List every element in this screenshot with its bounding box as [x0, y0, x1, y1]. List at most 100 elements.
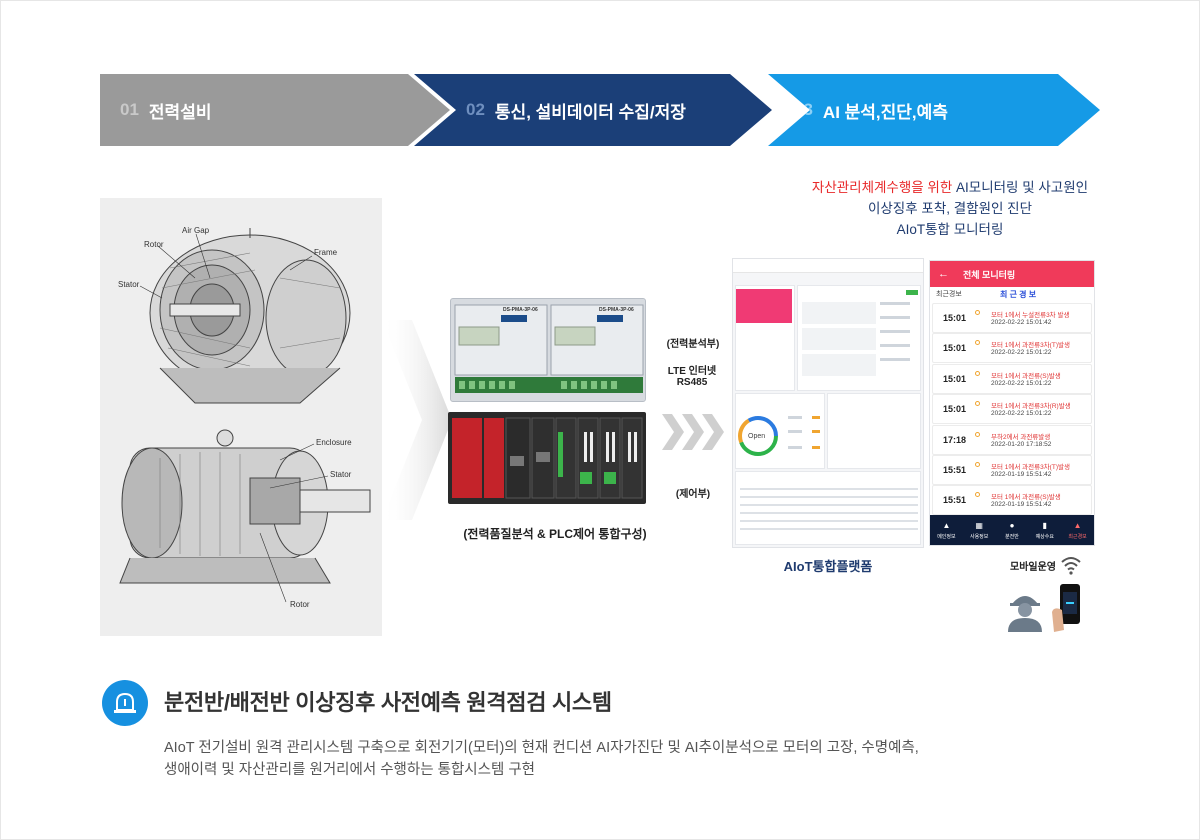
- label-rotor-top: Rotor: [144, 240, 164, 249]
- label-lte-internet: LTE 인터넷: [667, 366, 717, 377]
- gauge-open-label: Open: [748, 433, 766, 440]
- mobile-monitoring-preview: ← 전체 모니터링 최근경보 최 근 경 보 15:01 모터 1에서 누설전류…: [929, 260, 1095, 546]
- dashboard-readings-grid: [802, 290, 918, 376]
- nav-panel[interactable]: ● 분전반: [996, 515, 1029, 545]
- alert-timestamp: 2022-02-22 15:01:42: [991, 319, 1052, 326]
- alert-item[interactable]: 15:51 모터 1에서 과전류(S)발생 2022-01-19 15:51:4…: [932, 485, 1092, 516]
- process-steps: 01 전력설비 02 통신, 설비데이터 수집/저장 03 AI 분석,진단,예…: [100, 74, 1100, 146]
- siren-icon: [114, 692, 136, 713]
- mobile-header: ← 전체 모니터링: [930, 261, 1094, 287]
- nav-label: 최근경보: [1068, 533, 1087, 540]
- platform-caption: AIoT통합플랫폼: [783, 559, 873, 574]
- step-3-number: 03: [794, 100, 813, 119]
- alert-timestamp: 2022-01-19 15:51:42: [991, 501, 1052, 509]
- meter-model-1: DS-PMA-3P-06: [503, 307, 538, 313]
- alert-time: 15:01: [943, 313, 967, 323]
- devices-caption: (전력품질분석 & PLC제어 통합구성): [463, 527, 647, 541]
- alert-bell-icon: [102, 680, 148, 726]
- alert-time: 15:01: [943, 343, 967, 354]
- location-pin-icon: ●: [1009, 520, 1015, 530]
- worker-icon: [1008, 596, 1042, 632]
- dashboard-highlight: [736, 289, 792, 323]
- label-enclosure: Enclosure: [316, 438, 352, 447]
- warning-icon: ▲: [1073, 520, 1082, 530]
- alert-dot-icon: [975, 310, 980, 315]
- label-rotor-bottom: Rotor: [290, 600, 310, 609]
- alert-time: 15:01: [943, 404, 967, 415]
- alert-timestamp: 2022-02-22 15:01:22: [991, 349, 1052, 357]
- alert-item[interactable]: 15:01 모터 1에서 과전류(S)발생 2022-02-22 15:01:2…: [932, 363, 1092, 394]
- dashboard-table-lines: [740, 488, 918, 530]
- alert-item[interactable]: 15:51 모터 1에서 과전류3차(T)발생 2022-01-19 15:51…: [932, 454, 1092, 485]
- alert-item[interactable]: 15:01 모터 1에서 과전류3차(R)발생 2022-02-22 15:01…: [932, 394, 1092, 425]
- label-frame: Frame: [314, 248, 338, 257]
- wifi-icon: [1061, 557, 1081, 575]
- grid-icon: ▦: [975, 520, 983, 530]
- alert-item[interactable]: 15:01 모터 1에서 누설전류3차 발생 2022-02-22 15:01:…: [932, 303, 1092, 333]
- alert-time: 15:01: [943, 373, 967, 384]
- system-description-line2: 생애이력 및 자산관리를 원거리에서 수행하는 통합시스템 구현: [164, 762, 536, 778]
- nav-label: 예상수요: [1035, 533, 1054, 540]
- dashboard-gauge-card: Open: [735, 393, 825, 469]
- dashboard-topbar: [733, 259, 923, 273]
- system-description-line1: AIoT 전기설비 원격 관리시스템 구축으로 회전기기(모터)의 현재 컨디션…: [164, 740, 919, 756]
- label-power-analysis: (전력분석부): [666, 339, 720, 350]
- alert-timestamp: 2022-01-20 17:18:52: [991, 440, 1052, 448]
- nav-label: 사용정보: [969, 533, 989, 540]
- dashboard-table-card: [735, 471, 921, 545]
- motor-drawing: [119, 228, 371, 603]
- dashboard-trend-card: [827, 393, 921, 469]
- label-air-gap: Air Gap: [182, 226, 210, 235]
- plc-controller-device: [448, 412, 646, 504]
- ai-heading-line1: AI모니터링 및 사고원인: [952, 180, 1089, 195]
- nav-forecast[interactable]: ▮ 예상수요: [1028, 515, 1061, 545]
- tab-recent-alerts[interactable]: 최 근 경 보: [1000, 290, 1037, 299]
- alert-timestamp: 2022-02-22 15:01:22: [991, 410, 1052, 418]
- alert-time: 15:51: [943, 495, 967, 506]
- mobile-sub-label: 최근경보: [936, 291, 962, 298]
- alert-message: 모터 1에서 누설전류3차 발생: [991, 312, 1070, 319]
- alert-message: 모터 1에서 과전류3차(R)발생: [991, 403, 1071, 411]
- alert-message: 모터 1에서 과전류(S)발생: [991, 372, 1061, 380]
- mobile-bottom-nav: ▲ 메인정보 ▦ 사용정보 ● 분전반 ▮ 예상수요 ▲ 최근경보: [930, 515, 1094, 545]
- power-meter-device: DS-PMA-3P-06 DS-PMA-3P-06: [450, 298, 646, 402]
- back-arrow-icon[interactable]: ←: [938, 268, 949, 280]
- label-stator-top: Stator: [118, 280, 140, 289]
- dashboard-gauge: [738, 416, 820, 456]
- step-2: 02 통신, 설비데이터 수집/저장: [414, 74, 772, 146]
- label-rs485: RS485: [676, 377, 708, 388]
- mobile-operation-label: 모바일운영: [1010, 562, 1056, 573]
- alert-message: 모터 1에서 과전류(S)발생: [991, 494, 1061, 502]
- ai-heading-line2: 이상징후 포착, 결함원인 진단: [867, 201, 1033, 216]
- smartphone-icon: [1052, 584, 1080, 632]
- home-icon: ▲: [942, 520, 951, 530]
- motor-illustration: Air Gap Rotor Frame Stator Enclosure Sta…: [100, 198, 382, 636]
- step-2-number: 02: [466, 100, 485, 119]
- plc-drawing: [452, 417, 643, 499]
- alert-timestamp: 2022-02-22 15:01:22: [991, 379, 1052, 387]
- alert-dot-icon: [975, 401, 980, 407]
- label-control-unit: (제어부): [675, 489, 711, 500]
- alert-item[interactable]: 17:18 부하2에서 과전류발생 2022-01-20 17:18:52: [932, 424, 1092, 455]
- step-2-label: 통신, 설비데이터 수집/저장: [494, 102, 686, 122]
- alert-dot-icon: [975, 340, 980, 346]
- label-stator-bottom: Stator: [330, 470, 352, 479]
- alert-list: 15:01 모터 1에서 누설전류3차 발생 2022-02-22 15:01:…: [932, 303, 1092, 516]
- alert-dot-icon: [975, 461, 980, 467]
- step-3-label: AI 분석,진단,예측: [822, 102, 948, 122]
- alert-message: 모터 1에서 과전류3차(T)발생: [991, 463, 1070, 471]
- alert-message: 부하2에서 과전류발생: [991, 433, 1051, 441]
- aiot-dashboard-preview: Open: [732, 258, 924, 548]
- ai-heading-red: 자산관리체계수행을 위한: [811, 180, 953, 195]
- nav-main-info[interactable]: ▲ 메인정보: [930, 515, 963, 545]
- alert-dot-icon: [975, 492, 980, 498]
- system-title: 분전반/배전반 이상징후 사전예측 원격점검 시스템: [164, 690, 612, 715]
- alert-time: 17:18: [943, 434, 967, 445]
- ai-heading-line3: AIoT통합 모니터링: [896, 222, 1004, 237]
- nav-usage-info[interactable]: ▦ 사용정보: [963, 515, 996, 545]
- nav-recent-alerts[interactable]: ▲ 최근경보: [1061, 515, 1094, 545]
- mobile-title: 전체 모니터링: [963, 269, 1016, 280]
- alert-message: 모터 1에서 과전류3차(T)발생: [991, 342, 1070, 350]
- alert-dot-icon: [975, 431, 980, 437]
- alert-item[interactable]: 15:01 모터 1에서 과전류3차(T)발생 2022-02-22 15:01…: [932, 333, 1092, 364]
